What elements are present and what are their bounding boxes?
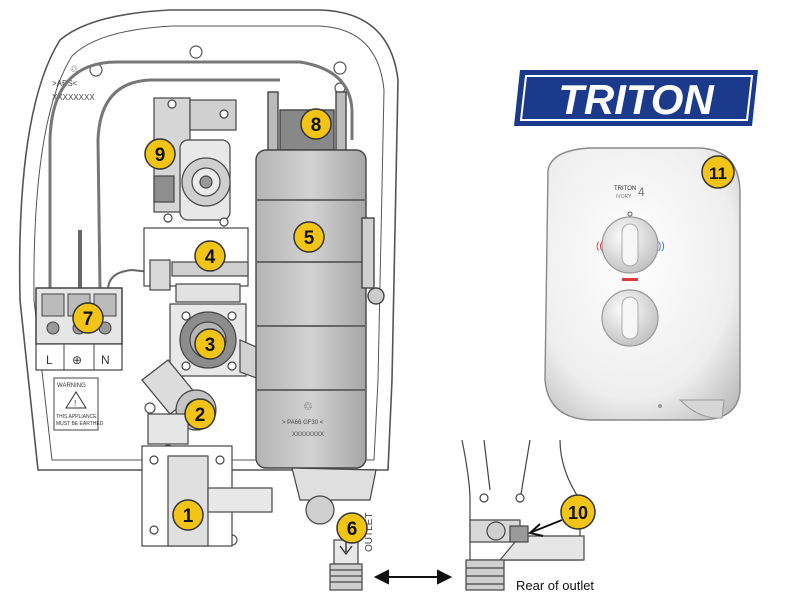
terminal-live-label: L [46,353,53,367]
callout-2: 2 [184,398,216,430]
tank-text: ♲ > PA66 GF30 < XXXXXXXX [282,401,324,438]
rear-outlet-pointer-arrow-icon [527,519,563,537]
callout-5-number: 5 [304,228,315,249]
shower-unit: TRITON IVORY 4 (( )) [544,147,741,421]
wiring-loop-inner [96,78,280,291]
triton-logo: TRITON [514,70,758,126]
callout-7: 7 [72,302,104,334]
warning-line1: THIS APPLIANCE [56,414,97,420]
terminal-earth-label: ⊕ [72,353,82,367]
callout-10: 10 [560,494,596,530]
callout-7-number: 7 [83,309,94,330]
callout-11: 11 [701,155,735,189]
recycle-icon: ♲ [70,64,78,74]
unit-model-label: IVORY [616,194,632,200]
tank-recycle-icon: ♲ [303,401,313,413]
temperature-knob [601,216,659,274]
warning-line2: MUST BE EARTHED [56,421,104,427]
housing-code-label: XXXXXXXX [52,93,95,102]
callout-10-number: 10 [568,503,588,523]
unit-brand-label: TRITON [614,186,636,192]
rear-outlet-caption: Rear of outlet [516,578,594,593]
warning-title: WARNING [57,383,86,389]
temp-indicator-mark [622,278,638,281]
warning-label: WARNING ! THIS APPLIANCE MUST BE EARTHED [53,377,104,431]
terminal-neutral-label: N [101,353,110,367]
wiring-cable-right [107,268,151,291]
callout-4-number: 4 [205,247,216,268]
callout-4: 4 [194,240,226,272]
unit-model-number: 4 [638,185,645,199]
callout-6-number: 6 [347,519,358,540]
terminal-block: L ⊕ N [35,287,123,371]
callout-8-number: 8 [311,115,322,136]
callout-5: 5 [293,221,325,253]
tank-code-label: XXXXXXXX [292,432,324,438]
callout-3: 3 [194,328,226,360]
callout-9: 9 [144,138,176,170]
power-knob [601,289,659,347]
callout-1-number: 1 [183,506,194,527]
callout-6: 6 [336,512,368,544]
svg-text:!: ! [74,399,76,408]
callouts: 1 2 3 4 5 6 7 8 [72,108,735,544]
double-arrow-icon [373,569,453,585]
warning-triangle-icon [65,391,87,409]
callout-2-number: 2 [195,405,206,426]
tank-material-label: > PA66 GF30 < [282,420,324,426]
callout-9-number: 9 [155,145,166,166]
triton-logo-text: TRITON [558,76,715,123]
hot-indicator-icon: (( [596,241,603,252]
wiring-loop [48,60,354,290]
cold-indicator-icon: )) [658,241,665,252]
callout-8: 8 [300,108,332,140]
callout-3-number: 3 [205,335,216,356]
callout-1: 1 [172,499,204,531]
callout-11-number: 11 [709,164,727,183]
rear-outlet-detail [461,439,585,591]
outlet-label: OUTLET [364,513,375,552]
